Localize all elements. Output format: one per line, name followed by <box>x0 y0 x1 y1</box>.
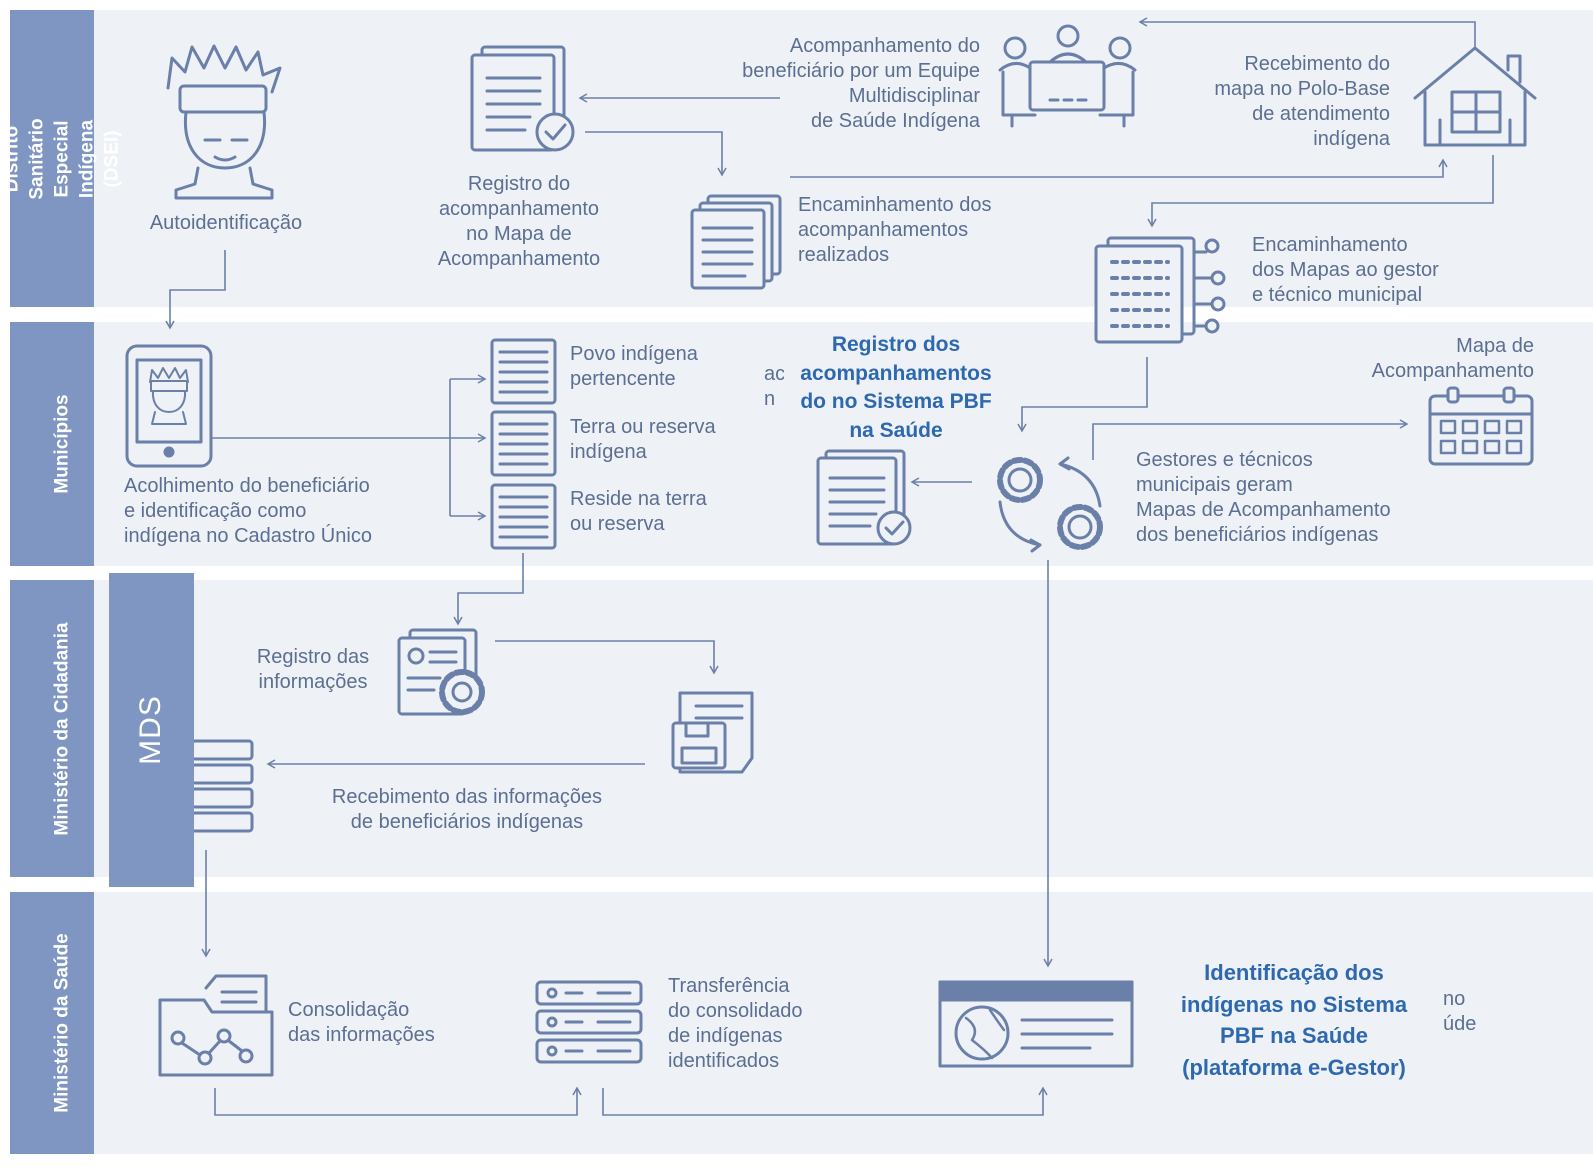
lane-label-municipios: Municípios <box>10 322 94 566</box>
arrow-reside-to-registro-info <box>453 553 524 626</box>
house-icon <box>1413 46 1537 147</box>
indigenous-person-icon <box>166 44 282 200</box>
mds-label: MDS <box>134 695 167 765</box>
lane-label-saude: Ministério da Saúde <box>10 892 94 1154</box>
lane-cidadania-background <box>10 580 1593 877</box>
system-document-check-icon <box>816 449 912 546</box>
team-meeting-icon <box>998 24 1137 128</box>
label-encaminhamento-acomp: Encaminhamento dos acompanhamentos reali… <box>798 194 992 266</box>
label-identificacao: Identificação dos indígenas no Sistema P… <box>1180 960 1408 1080</box>
form-gear-icon <box>397 628 485 716</box>
mds-box: MDS <box>109 573 194 887</box>
arrow-mapas-to-gestores <box>1017 357 1148 433</box>
arrow-autoid-to-acolhimento <box>165 250 226 330</box>
form-document-icon-povo <box>490 338 557 405</box>
lane-saude-background <box>10 892 1593 1154</box>
label-transferencia: Transferência do consolidado de indígena… <box>668 975 803 1072</box>
label-mapa-acompanhamento: Mapa de Acompanhamento <box>1371 335 1534 382</box>
label-povo: Povo indígena pertencente <box>570 343 698 390</box>
label-gestores: Gestores e técnicos municipais geram Map… <box>1136 449 1391 546</box>
arrow-registro-to-encaminhamento <box>585 131 727 177</box>
server-rack-icon <box>535 980 643 1064</box>
label-registro-info: Registro das informações <box>256 646 370 693</box>
label-registro-mapa: Registro do acompanhamento no Mapa de Ac… <box>437 173 601 270</box>
form-document-icon-reside <box>490 483 557 550</box>
label-partial-right: no úde <box>1443 988 1477 1035</box>
lane-dsei-background <box>10 10 1593 307</box>
stacked-documents-icon <box>690 194 782 290</box>
label-encaminhamento-mapas: Encaminhamento dos Mapas ao gestor e téc… <box>1252 234 1439 306</box>
web-platform-icon <box>938 980 1134 1068</box>
arrow-polo-to-mapas <box>1147 155 1494 228</box>
label-terra: Terra ou reserva indígena <box>570 416 716 463</box>
label-consolidacao: Consolidação das informações <box>288 999 435 1046</box>
lane-municipios-background <box>10 322 1593 566</box>
lane-label-dsei: Distrito Sanitário Especial Indígena (DS… <box>2 10 123 307</box>
arrow-consolidacao-to-transferencia <box>214 1086 582 1116</box>
label-recebimento-polo: Recebimento do mapa no Polo-Base de aten… <box>1214 53 1390 150</box>
label-acolhimento: Acolhimento do beneficiário e identifica… <box>124 475 372 547</box>
label-partial-left: ac n <box>764 363 784 410</box>
lane-label-cidadania: Ministério da Cidadania <box>10 580 94 877</box>
phone-icon <box>125 344 213 468</box>
database-stack-icon <box>190 739 254 833</box>
label-autoidentificacao: Autoidentificação <box>149 212 303 234</box>
label-recebimento-info: Recebimento das informações de beneficiá… <box>331 786 603 833</box>
arrow-polo-to-equipe <box>1138 17 1476 48</box>
document-check-icon <box>470 45 575 152</box>
folder-chart-icon <box>158 974 274 1077</box>
label-reside: Reside na terra ou reserva <box>570 488 707 535</box>
gears-cycle-icon <box>997 456 1103 553</box>
form-document-icon-terra <box>490 410 557 477</box>
calendar-icon <box>1428 386 1534 466</box>
arrow-gestores-to-mapa <box>1092 419 1409 460</box>
data-report-icon <box>1094 236 1226 344</box>
arrow-transferencia-to-identificacao <box>602 1086 1048 1116</box>
label-acompanhamento-equipe: Acompanhamento do beneficiário por um Eq… <box>742 35 980 132</box>
arrow-encaminhamento-to-polo <box>790 158 1448 178</box>
arrow-registro-info-to-file <box>495 640 719 675</box>
label-registro-sistema: Registro dos acompanhamentos do no Siste… <box>800 333 992 442</box>
floppy-file-icon <box>671 691 754 774</box>
